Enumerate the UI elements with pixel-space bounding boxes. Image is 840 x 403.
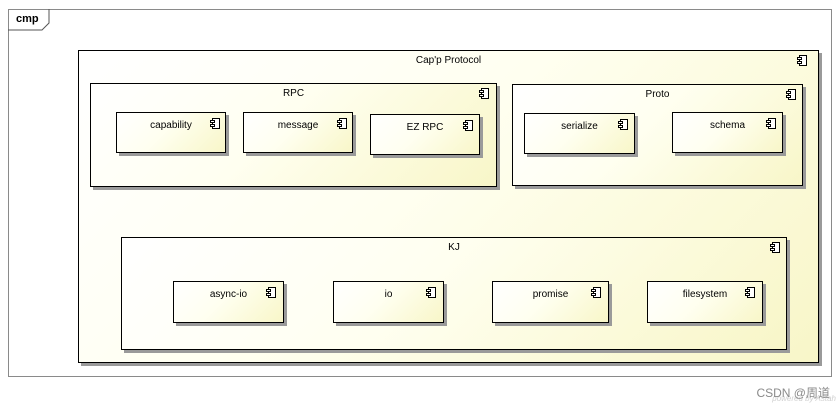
component-ez-rpc-label: EZ RPC bbox=[406, 122, 444, 133]
watermark-text: CSDN @周道 bbox=[756, 386, 830, 400]
component-icon bbox=[786, 89, 797, 101]
component-icon bbox=[618, 119, 629, 131]
component-root-title: Cap'p Protocol bbox=[415, 55, 482, 66]
component-filesystem[interactable]: filesystem bbox=[647, 281, 763, 323]
component-icon bbox=[770, 242, 781, 254]
component-rpc-title: RPC bbox=[282, 88, 305, 99]
component-capability-label: capability bbox=[150, 120, 192, 131]
frame-tab-outline bbox=[8, 9, 50, 31]
component-icon bbox=[426, 287, 437, 299]
component-icon bbox=[266, 287, 277, 299]
frame-tab: cmp bbox=[8, 9, 50, 31]
component-icon bbox=[745, 287, 756, 299]
component-serialize-label: serialize bbox=[561, 121, 598, 132]
component-io[interactable]: io bbox=[333, 281, 444, 323]
component-icon bbox=[463, 120, 474, 132]
component-async-io[interactable]: async-io bbox=[173, 281, 284, 323]
component-icon bbox=[591, 287, 602, 299]
powered-by-text: powered by Astah bbox=[772, 394, 836, 403]
component-serialize[interactable]: serialize bbox=[524, 113, 635, 154]
component-proto-title: Proto bbox=[645, 89, 670, 100]
component-promise-label: promise bbox=[532, 289, 569, 300]
component-icon bbox=[337, 118, 348, 130]
component-message-label: message bbox=[277, 120, 319, 131]
component-capability[interactable]: capability bbox=[116, 112, 226, 153]
component-filesystem-label: filesystem bbox=[682, 289, 728, 300]
component-icon bbox=[766, 118, 777, 130]
component-icon bbox=[210, 118, 221, 130]
component-async-io-label: async-io bbox=[209, 289, 248, 300]
component-io-label: io bbox=[384, 289, 393, 300]
component-message[interactable]: message bbox=[243, 112, 353, 153]
component-schema-label: schema bbox=[709, 120, 745, 131]
component-schema[interactable]: schema bbox=[672, 112, 783, 153]
component-kj-title: KJ bbox=[448, 242, 460, 253]
component-icon bbox=[797, 55, 808, 67]
component-icon bbox=[479, 88, 490, 100]
frame-label: cmp bbox=[16, 13, 39, 25]
component-ez-rpc[interactable]: EZ RPC bbox=[370, 114, 480, 155]
component-promise[interactable]: promise bbox=[492, 281, 609, 323]
